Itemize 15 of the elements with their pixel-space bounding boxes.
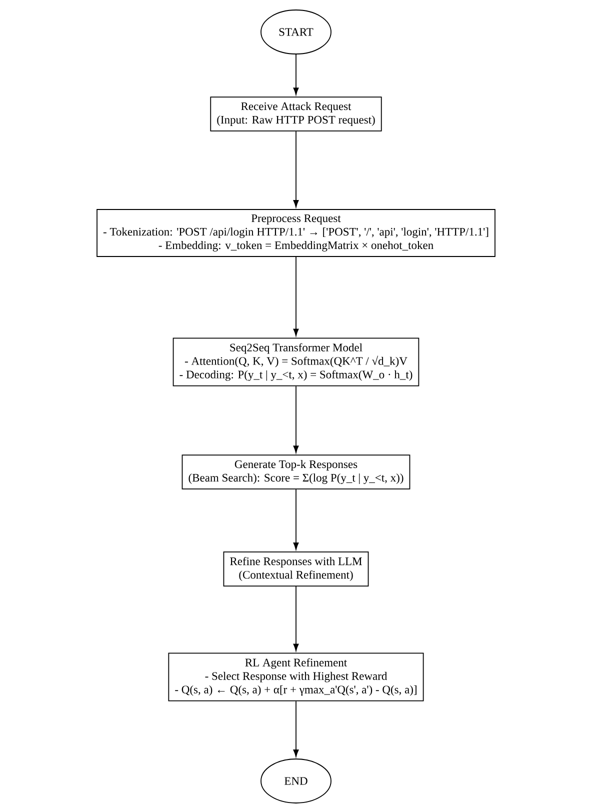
arrow	[293, 700, 299, 757]
start-oval: START	[260, 10, 332, 54]
process-box: Generate Top-k Responses (Beam Search): Score = Σ(log P(y_t | y_<t, x))	[182, 454, 410, 490]
arrow	[293, 130, 299, 208]
process-box: Refine Responses with LLM (Contextual Refinement)	[223, 552, 369, 586]
arrow	[293, 386, 299, 453]
process-box: RL Agent Refinement - Select Response with Highest Reward - Q(s, a) ← Q(s, a) + α[r + γmax_a'Q(s', a') - Q(s, a)]	[168, 652, 424, 702]
arrow	[293, 488, 299, 550]
arrow	[293, 54, 299, 95]
process-box: Preprocess Request - Tokenization: 'POST /api/login HTTP/1.1' → ['POST', '/', 'api', 'login', 'HTTP/1.1'] - Embedding: v_token = EmbeddingMatrix × onehot_token	[96, 209, 496, 257]
arrow	[293, 256, 299, 336]
process-box: Seq2Seq Transformer Model - Attention(Q, K, V) = Softmax(QK^T / √d_k)V - Decoding: P(y_t | y_<t, x) = Softmax(W_o · h_t)	[172, 338, 420, 386]
arrow	[293, 586, 299, 652]
end-oval: END	[260, 758, 332, 804]
process-box: Receive Attack Request (Input: Raw HTTP POST request)	[210, 96, 382, 132]
